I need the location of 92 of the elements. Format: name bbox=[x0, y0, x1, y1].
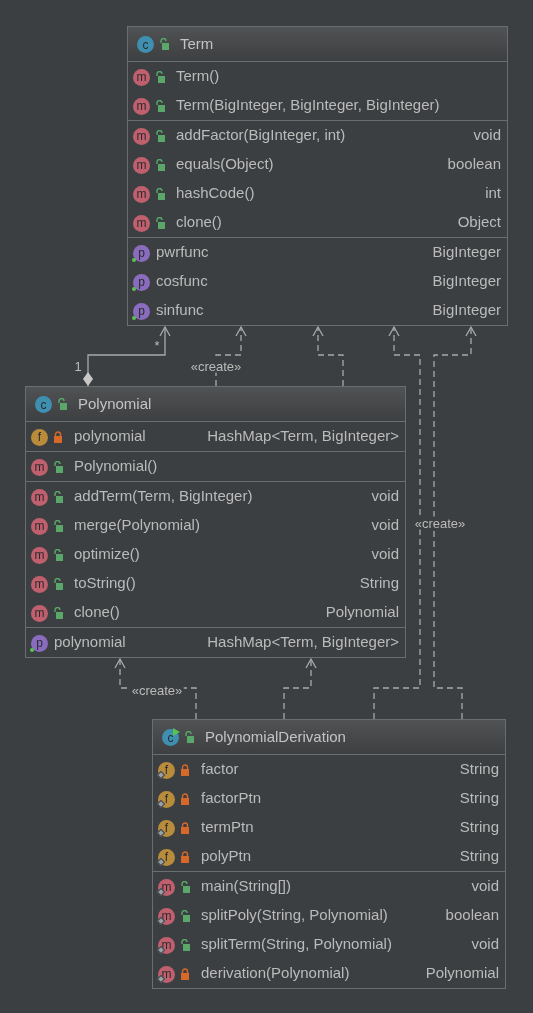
class-box bbox=[25, 386, 406, 658]
edge-label: «create» bbox=[130, 683, 184, 697]
member-name: hashCode() bbox=[176, 183, 255, 204]
method-icon: m bbox=[132, 155, 150, 174]
edge-label: «create» bbox=[413, 516, 467, 530]
member-name: factorPtn bbox=[201, 788, 262, 809]
class-box bbox=[127, 26, 508, 326]
member-name: optimize() bbox=[74, 544, 140, 565]
member-name: derivation(Polynomial) bbox=[201, 963, 350, 984]
member-name: pwrfunc bbox=[156, 242, 209, 263]
member-name: factor bbox=[201, 759, 239, 780]
member-name: termPtn bbox=[201, 817, 254, 838]
dependency-arrow bbox=[215, 326, 247, 387]
member-name: Term(BigInteger, BigInteger, BigInteger) bbox=[176, 95, 440, 116]
method-icon: m bbox=[30, 516, 48, 535]
method-icon: m bbox=[132, 67, 150, 86]
method-icon: m bbox=[30, 574, 48, 593]
member-type: int bbox=[485, 183, 501, 204]
member-type: BigInteger bbox=[432, 242, 501, 263]
member-type: Polynomial bbox=[425, 963, 499, 984]
member-name: cosfunc bbox=[156, 271, 208, 292]
member-type: void bbox=[371, 486, 399, 507]
member-name: addTerm(Term, BigInteger) bbox=[74, 486, 253, 507]
member-name: merge(Polynomial) bbox=[74, 515, 200, 536]
multiplicity-label: * bbox=[154, 338, 160, 352]
method-icon: m bbox=[30, 545, 48, 564]
member-type: BigInteger bbox=[432, 271, 501, 292]
method-icon: m bbox=[157, 906, 175, 925]
dependency-arrow bbox=[283, 658, 317, 720]
member-type: void bbox=[471, 876, 499, 897]
member-name: Polynomial() bbox=[74, 456, 158, 477]
association-arrow bbox=[83, 326, 171, 387]
member-type: String bbox=[459, 759, 499, 780]
member-name: addFactor(BigInteger, int) bbox=[176, 125, 346, 146]
member-name: sinfunc bbox=[156, 300, 204, 321]
member-type: HashMap<Term, BigInteger> bbox=[207, 632, 399, 653]
member-type: boolean bbox=[445, 905, 499, 926]
member-name: clone() bbox=[74, 602, 120, 623]
member-type: HashMap<Term, BigInteger> bbox=[207, 426, 399, 447]
member-type: void bbox=[473, 125, 501, 146]
edge-label: «create» bbox=[189, 359, 243, 373]
method-icon: m bbox=[30, 603, 48, 622]
class-name: Term bbox=[180, 33, 214, 54]
member-type: Polynomial bbox=[325, 602, 399, 623]
method-icon: m bbox=[157, 964, 175, 983]
method-icon: m bbox=[30, 487, 48, 506]
property-icon: p bbox=[132, 243, 150, 262]
member-type: String bbox=[359, 573, 399, 594]
member-type: void bbox=[371, 515, 399, 536]
multiplicity-label: 1 bbox=[74, 359, 82, 373]
class-icon: c bbox=[34, 395, 52, 413]
dependency-arrow bbox=[312, 326, 344, 387]
method-icon: m bbox=[132, 96, 150, 115]
member-type: void bbox=[371, 544, 399, 565]
property-icon: p bbox=[30, 633, 48, 652]
method-icon: m bbox=[132, 126, 150, 145]
dependency-arrow bbox=[373, 326, 421, 720]
class-icon: c bbox=[161, 728, 179, 746]
method-icon: m bbox=[132, 213, 150, 232]
dependency-arrow bbox=[433, 326, 477, 720]
field-icon: f bbox=[30, 427, 48, 446]
member-name: polyPtn bbox=[201, 846, 252, 867]
field-icon: f bbox=[157, 818, 175, 837]
member-type: Object bbox=[457, 212, 501, 233]
member-type: String bbox=[459, 846, 499, 867]
class-name: Polynomial bbox=[78, 393, 152, 414]
member-name: Term() bbox=[176, 66, 220, 87]
member-name: polynomial bbox=[74, 426, 146, 447]
member-name: polynomial bbox=[54, 632, 126, 653]
member-name: splitTerm(String, Polynomial) bbox=[201, 934, 392, 955]
class-icon: c bbox=[136, 35, 154, 53]
field-icon: f bbox=[157, 760, 175, 779]
class-name: PolynomialDerivation bbox=[205, 726, 346, 747]
member-name: equals(Object) bbox=[176, 154, 274, 175]
member-type: String bbox=[459, 788, 499, 809]
member-type: BigInteger bbox=[432, 300, 501, 321]
member-name: clone() bbox=[176, 212, 222, 233]
method-icon: m bbox=[132, 184, 150, 203]
member-type: boolean bbox=[447, 154, 501, 175]
class-box bbox=[152, 719, 506, 989]
member-type: String bbox=[459, 817, 499, 838]
property-icon: p bbox=[132, 301, 150, 320]
member-type: void bbox=[471, 934, 499, 955]
method-icon: m bbox=[30, 457, 48, 476]
field-icon: f bbox=[157, 847, 175, 866]
member-name: toString() bbox=[74, 573, 136, 594]
property-icon: p bbox=[132, 272, 150, 291]
method-icon: m bbox=[157, 935, 175, 954]
method-icon: m bbox=[157, 877, 175, 896]
field-icon: f bbox=[157, 789, 175, 808]
member-name: main(String[]) bbox=[201, 876, 292, 897]
member-name: splitPoly(String, Polynomial) bbox=[201, 905, 388, 926]
